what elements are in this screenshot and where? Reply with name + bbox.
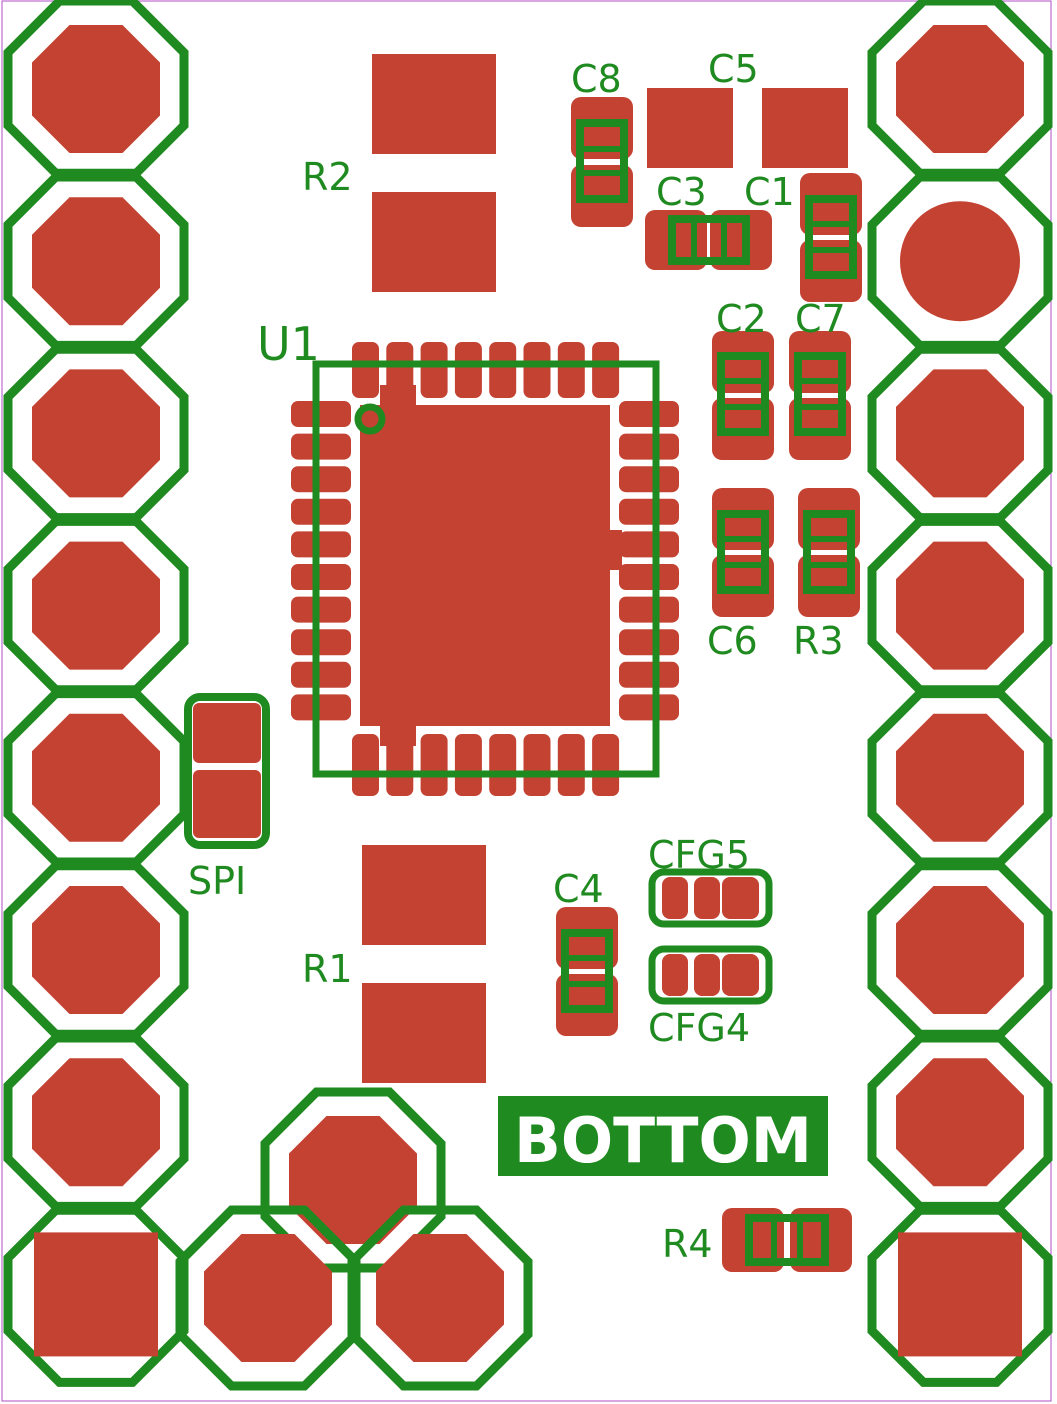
u1-pad (557, 734, 585, 796)
u1-chip (291, 342, 679, 796)
left-pin (3, 513, 189, 699)
u1-pad (420, 342, 448, 398)
bottom-pin (175, 1205, 361, 1391)
spi-label: SPI (188, 859, 246, 903)
u1-pad (523, 734, 551, 796)
bottom-side-label: BOTTOM (514, 1104, 812, 1177)
u1-pad (619, 596, 679, 623)
r4-label: R4 (662, 1222, 713, 1266)
cfg5-jumper (648, 868, 773, 928)
u1-pad (386, 342, 414, 398)
right-pin (867, 513, 1053, 699)
u1-pad (291, 629, 351, 656)
cfg4-label: CFG4 (648, 1006, 750, 1050)
u1-pad (291, 466, 351, 493)
bottom-pin (347, 1205, 533, 1391)
c2-capacitor (712, 331, 774, 460)
c8-capacitor (571, 97, 633, 227)
cfg5-label: CFG5 (648, 833, 750, 877)
u1-pad (454, 734, 482, 796)
c7-label: C7 (795, 297, 846, 341)
c6-capacitor (712, 488, 774, 617)
r1-label: R1 (302, 947, 353, 991)
u1-pad (523, 342, 551, 398)
c3-capacitor (645, 210, 772, 270)
left-pin (3, 1201, 189, 1387)
spi-jumper (184, 693, 270, 849)
u1-pad (291, 564, 351, 590)
right-pin-header (867, 0, 1053, 1387)
u1-pad (291, 694, 351, 721)
u1-pad (619, 531, 679, 558)
u1-pad (291, 401, 351, 427)
u1-pad (291, 498, 351, 525)
c1-capacitor (800, 173, 862, 302)
u1-pad (592, 342, 620, 398)
u1-pad (557, 342, 585, 398)
u1-pad (386, 734, 414, 796)
c1-label: C1 (744, 170, 795, 214)
right-pin (867, 168, 1053, 354)
u1-pad (352, 342, 379, 398)
c5-label: C5 (708, 47, 759, 91)
u1-pad (619, 661, 679, 688)
right-pin (867, 1201, 1053, 1387)
bottom-pin-header (175, 1087, 533, 1391)
c6-label: C6 (707, 619, 758, 663)
r2-resistor (372, 54, 496, 292)
r4-resistor (722, 1208, 852, 1272)
right-pin (867, 0, 1053, 182)
c3-label: C3 (656, 170, 707, 214)
u1-pad (619, 564, 679, 590)
r1-resistor (362, 845, 486, 1083)
left-pin (3, 1029, 189, 1215)
u1-pad (619, 629, 679, 656)
r3-resistor (798, 488, 860, 617)
u1-pad (619, 498, 679, 525)
u1-label: U1 (257, 317, 320, 371)
right-pin (867, 1029, 1053, 1215)
right-pin (867, 857, 1053, 1043)
left-pin (3, 685, 189, 871)
left-pin (3, 340, 189, 526)
u1-pad (619, 433, 679, 460)
left-pin (3, 0, 189, 182)
u1-pad (619, 694, 679, 721)
c8-label: C8 (571, 57, 622, 101)
left-pin (3, 168, 189, 354)
c5-capacitor (647, 88, 848, 168)
u1-pad (489, 734, 517, 796)
left-pin (3, 857, 189, 1043)
c7-capacitor (789, 331, 851, 460)
cfg4-jumper (648, 945, 773, 1005)
right-pin (867, 685, 1053, 871)
right-pin (867, 340, 1053, 526)
u1-pad (352, 734, 379, 796)
r2-label: R2 (302, 155, 353, 199)
c4-capacitor (556, 907, 618, 1036)
u1-pad (619, 466, 679, 493)
left-pin-header (3, 0, 189, 1387)
u1-pad (489, 342, 517, 398)
u1-pad (291, 661, 351, 688)
u1-pad (592, 734, 620, 796)
u1-pad (291, 433, 351, 460)
bottom-side-banner: BOTTOM (498, 1096, 828, 1177)
u1-pad (291, 596, 351, 623)
u1-pad (291, 531, 351, 558)
u1-pad (454, 342, 482, 398)
r3-label: R3 (793, 619, 844, 663)
u1-pad (420, 734, 448, 796)
c2-label: C2 (716, 297, 767, 341)
u1-pad (619, 401, 679, 427)
c4-label: C4 (553, 867, 604, 911)
